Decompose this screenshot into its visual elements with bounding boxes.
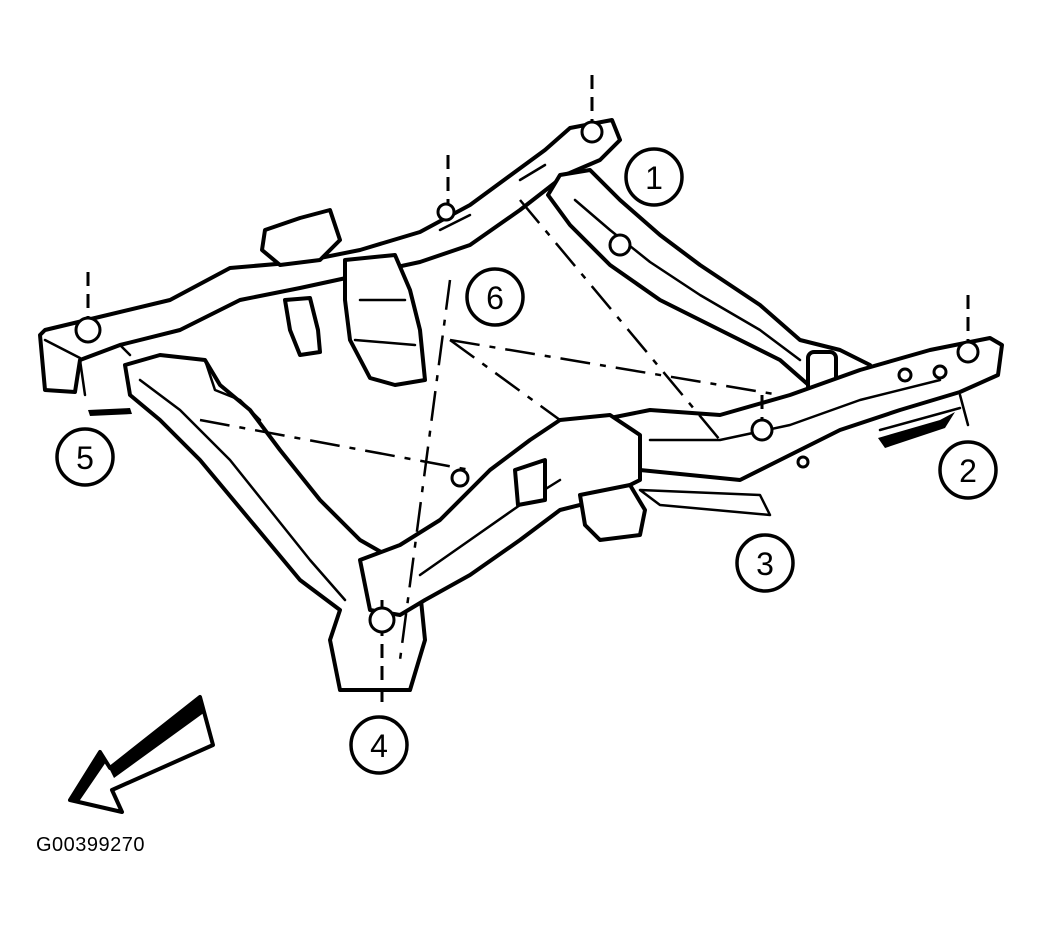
mount-bolt-5 xyxy=(74,272,102,344)
front-direction-arrow-icon xyxy=(68,695,215,814)
mount-bolt-4 xyxy=(368,600,396,710)
callout-4: 4 xyxy=(349,715,409,775)
mount-bolt-2 xyxy=(956,295,980,364)
callout-1: 1 xyxy=(624,147,684,207)
front-right-crossmember xyxy=(598,336,1004,517)
callout-2: 2 xyxy=(938,440,998,500)
callout-4-label: 4 xyxy=(370,728,388,764)
bushing-icon xyxy=(608,233,632,257)
upper-side-rail xyxy=(38,118,622,397)
mount-bolt-6 xyxy=(436,155,456,222)
callout-5: 5 xyxy=(55,427,115,487)
callout-5-label: 5 xyxy=(76,440,94,476)
diagonal-brace-lines xyxy=(199,199,781,661)
figure-id: G00399270 xyxy=(36,834,146,856)
front-lower-crossmember xyxy=(358,413,647,617)
callout-3: 3 xyxy=(735,533,795,593)
callout-6: 6 xyxy=(465,267,525,327)
callout-3-label: 3 xyxy=(756,546,774,582)
callout-1-label: 1 xyxy=(645,160,663,196)
mount-bolt-1 xyxy=(580,75,604,144)
left-lower-side-member xyxy=(123,353,427,692)
frame-shadows xyxy=(88,408,955,448)
callout-6-label: 6 xyxy=(486,280,504,316)
callout-2-label: 2 xyxy=(959,453,977,489)
right-side-member xyxy=(546,168,882,397)
rear-engine-mount-bracket xyxy=(260,208,427,387)
mount-bolt-3 xyxy=(750,395,774,442)
